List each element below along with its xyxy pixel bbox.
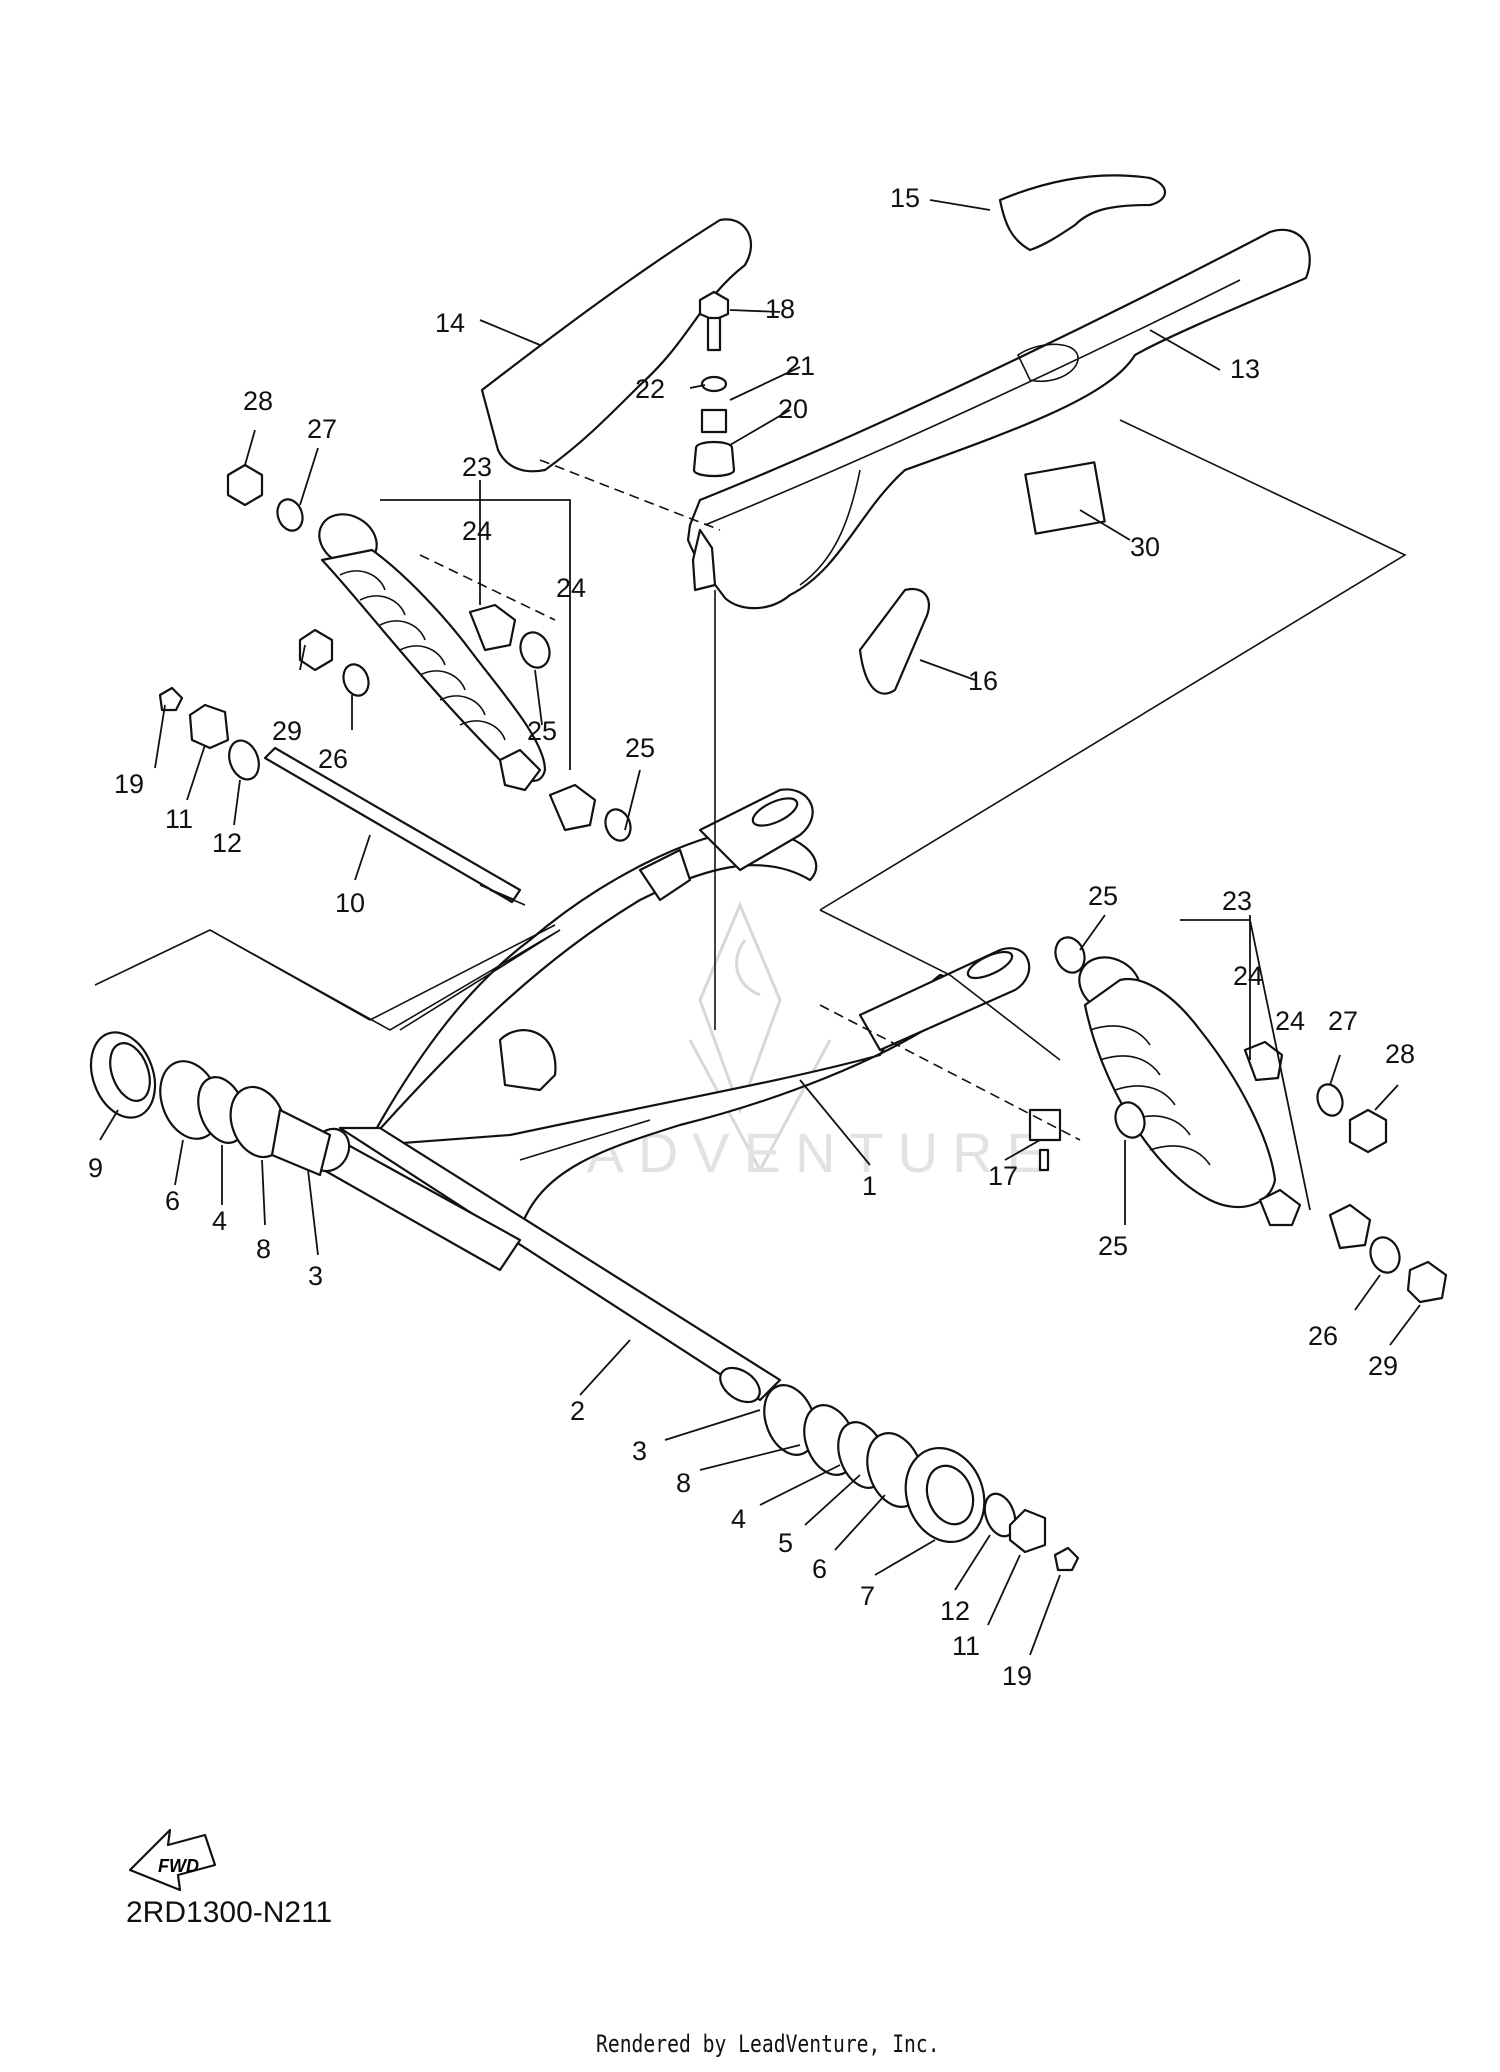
callout-29-right: 29 xyxy=(1368,1351,1398,1381)
callout-3-left: 3 xyxy=(308,1261,323,1291)
callout-26-right: 26 xyxy=(1308,1321,1338,1351)
callout-16: 16 xyxy=(968,666,998,696)
callout-25-left-b: 25 xyxy=(625,733,655,763)
left-shock-absorber xyxy=(318,513,632,842)
chain-guard-fasteners xyxy=(692,290,736,478)
callout-28-right: 28 xyxy=(1385,1039,1415,1069)
diagram-reference-code: 2RD1300-N211 xyxy=(126,1896,333,1929)
callout-21: 21 xyxy=(785,351,815,381)
callout-11-right: 11 xyxy=(952,1631,980,1661)
callout-4-left: 4 xyxy=(212,1206,227,1236)
pivot-shaft-10 xyxy=(263,746,526,906)
callout-9: 9 xyxy=(88,1153,103,1183)
callout-2: 2 xyxy=(570,1396,585,1426)
callout-23-left: 23 xyxy=(462,452,492,482)
fwd-arrow-icon: FWD xyxy=(128,1828,217,1892)
callout-5: 5 xyxy=(778,1528,793,1558)
callout-25-right-b: 25 xyxy=(1098,1231,1128,1261)
callout-15: 15 xyxy=(890,183,920,213)
callout-4-right: 4 xyxy=(731,1504,746,1534)
right-bearing-stack xyxy=(763,1384,1080,1572)
callout-19-right: 19 xyxy=(1002,1661,1032,1691)
callout-6-left: 6 xyxy=(165,1186,180,1216)
callout-17: 17 xyxy=(988,1161,1018,1191)
callout-6-right: 6 xyxy=(812,1554,827,1584)
caution-label-30 xyxy=(1024,461,1106,535)
callout-8-left: 8 xyxy=(256,1234,271,1264)
callout-24-left-b: 24 xyxy=(556,573,586,603)
callout-12-right: 12 xyxy=(940,1596,970,1626)
callout-19-left: 19 xyxy=(114,769,144,799)
callout-24-right-a: 24 xyxy=(1233,961,1263,991)
callout-14: 14 xyxy=(435,308,465,338)
chain-guard-insert-15 xyxy=(998,174,1167,252)
swingarm xyxy=(368,788,1031,1247)
fwd-label: FWD xyxy=(158,1856,199,1876)
callout-7: 7 xyxy=(860,1581,875,1611)
callout-8-right: 8 xyxy=(676,1468,691,1498)
callout-27-right: 27 xyxy=(1328,1006,1358,1036)
callout-labels: 15 14 18 21 22 20 13 28 27 23 24 24 30 1… xyxy=(88,183,1415,1691)
callout-23-right: 23 xyxy=(1222,886,1252,916)
chain-guard xyxy=(686,228,1311,610)
callout-20: 20 xyxy=(778,394,808,424)
callout-25-right-a: 25 xyxy=(1088,881,1118,911)
callout-26-left: 26 xyxy=(318,744,348,774)
callout-1: 1 xyxy=(862,1171,877,1201)
left-pivot-hardware xyxy=(158,686,260,781)
callout-3-right: 3 xyxy=(632,1436,647,1466)
callout-13: 13 xyxy=(1230,354,1260,384)
leader-lines xyxy=(94,199,1421,1656)
callout-18: 18 xyxy=(765,294,795,324)
callout-12-left: 12 xyxy=(212,828,242,858)
callout-27-left: 27 xyxy=(307,414,337,444)
chain-guard-insert-14 xyxy=(480,218,753,473)
render-credit-footer: Rendered by LeadVenture, Inc. xyxy=(596,2030,940,2058)
left-bearing-stack xyxy=(89,1031,332,1177)
chain-guard-insert-16 xyxy=(858,587,931,695)
callout-24-right-b: 24 xyxy=(1275,1006,1305,1036)
callout-29-left: 29 xyxy=(272,716,302,746)
callout-25-left-a: 25 xyxy=(527,716,557,746)
callout-10: 10 xyxy=(335,888,365,918)
callout-11-left: 11 xyxy=(165,804,193,834)
left-shock-top-hardware xyxy=(226,463,370,697)
callout-24-left-a: 24 xyxy=(462,516,492,546)
callout-30: 30 xyxy=(1130,532,1160,562)
callout-28-left: 28 xyxy=(243,386,273,416)
right-shock-absorber xyxy=(1028,936,1448,1304)
callout-22: 22 xyxy=(635,374,665,404)
